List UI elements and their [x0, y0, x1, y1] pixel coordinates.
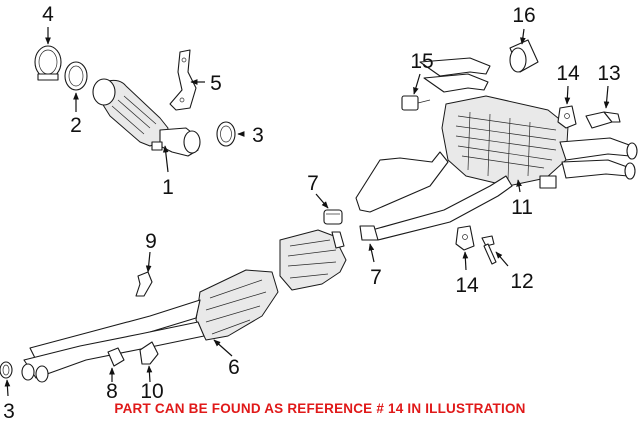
bracket-part-13	[585, 111, 621, 129]
leader-14-upper	[564, 85, 571, 105]
leader-11	[516, 179, 522, 193]
hanger-part-14-upper	[557, 105, 577, 129]
callout-numbers: 4 2 1 3 5 16 15 14 13 11 7 7 14 12 9 6 8…	[3, 3, 621, 423]
clamp-part-8	[107, 347, 125, 367]
leader-7-upper	[315, 193, 329, 209]
rear-muffler-part-11	[355, 57, 638, 241]
gasket-ring-part-2	[64, 61, 88, 91]
reference-note: PART CAN BE FOUND AS REFERENCE # 14 IN I…	[114, 401, 526, 416]
callout-16: 16	[512, 4, 535, 27]
callout-15: 15	[410, 50, 433, 73]
callout-3-upper: 3	[252, 124, 264, 147]
leader-14-lower	[462, 251, 469, 271]
leader-9	[145, 251, 152, 273]
leader-12	[495, 251, 509, 267]
callout-3-lower: 3	[3, 400, 15, 423]
callout-2: 2	[70, 114, 82, 137]
callout-14-upper: 14	[556, 62, 580, 85]
callout-6: 6	[228, 356, 240, 379]
callout-5: 5	[210, 72, 222, 95]
gasket-ring-part-3-upper	[216, 121, 236, 147]
callout-7-upper: 7	[307, 172, 319, 195]
callout-12: 12	[510, 270, 533, 293]
clamp-part-7-upper	[323, 209, 343, 225]
callout-1: 1	[162, 176, 174, 199]
callout-4: 4	[42, 3, 54, 26]
leader-1	[162, 145, 169, 173]
leader-3-lower	[4, 379, 11, 397]
exhaust-tip-part-16	[509, 39, 539, 73]
callout-14-lower: 14	[455, 274, 479, 297]
callout-9: 9	[145, 230, 157, 253]
callout-11: 11	[511, 196, 533, 219]
leader-15	[413, 73, 421, 95]
leader-7-lower	[368, 243, 375, 263]
leader-16	[520, 28, 526, 45]
bracket-part-10	[139, 341, 159, 365]
callout-10: 10	[140, 380, 163, 403]
clamp-part-4	[34, 45, 62, 81]
gasket-ring-part-3-lower	[0, 361, 13, 379]
callout-13: 13	[597, 62, 620, 85]
catalytic-converter-part-1	[92, 78, 201, 157]
leader-10	[146, 365, 153, 383]
leader-6	[213, 339, 233, 357]
bracket-part-5	[169, 49, 197, 111]
center-muffler-part-6	[21, 229, 347, 383]
sensor-part-15	[401, 95, 431, 111]
callout-8: 8	[106, 380, 118, 403]
hanger-part-14-lower	[455, 225, 475, 251]
bolt-part-12	[481, 235, 497, 265]
sleeve-part-7-lower	[359, 225, 379, 241]
bracket-part-9	[135, 271, 153, 297]
leader-lines	[4, 27, 610, 397]
leader-13	[603, 85, 610, 109]
callout-7-lower: 7	[370, 266, 382, 289]
